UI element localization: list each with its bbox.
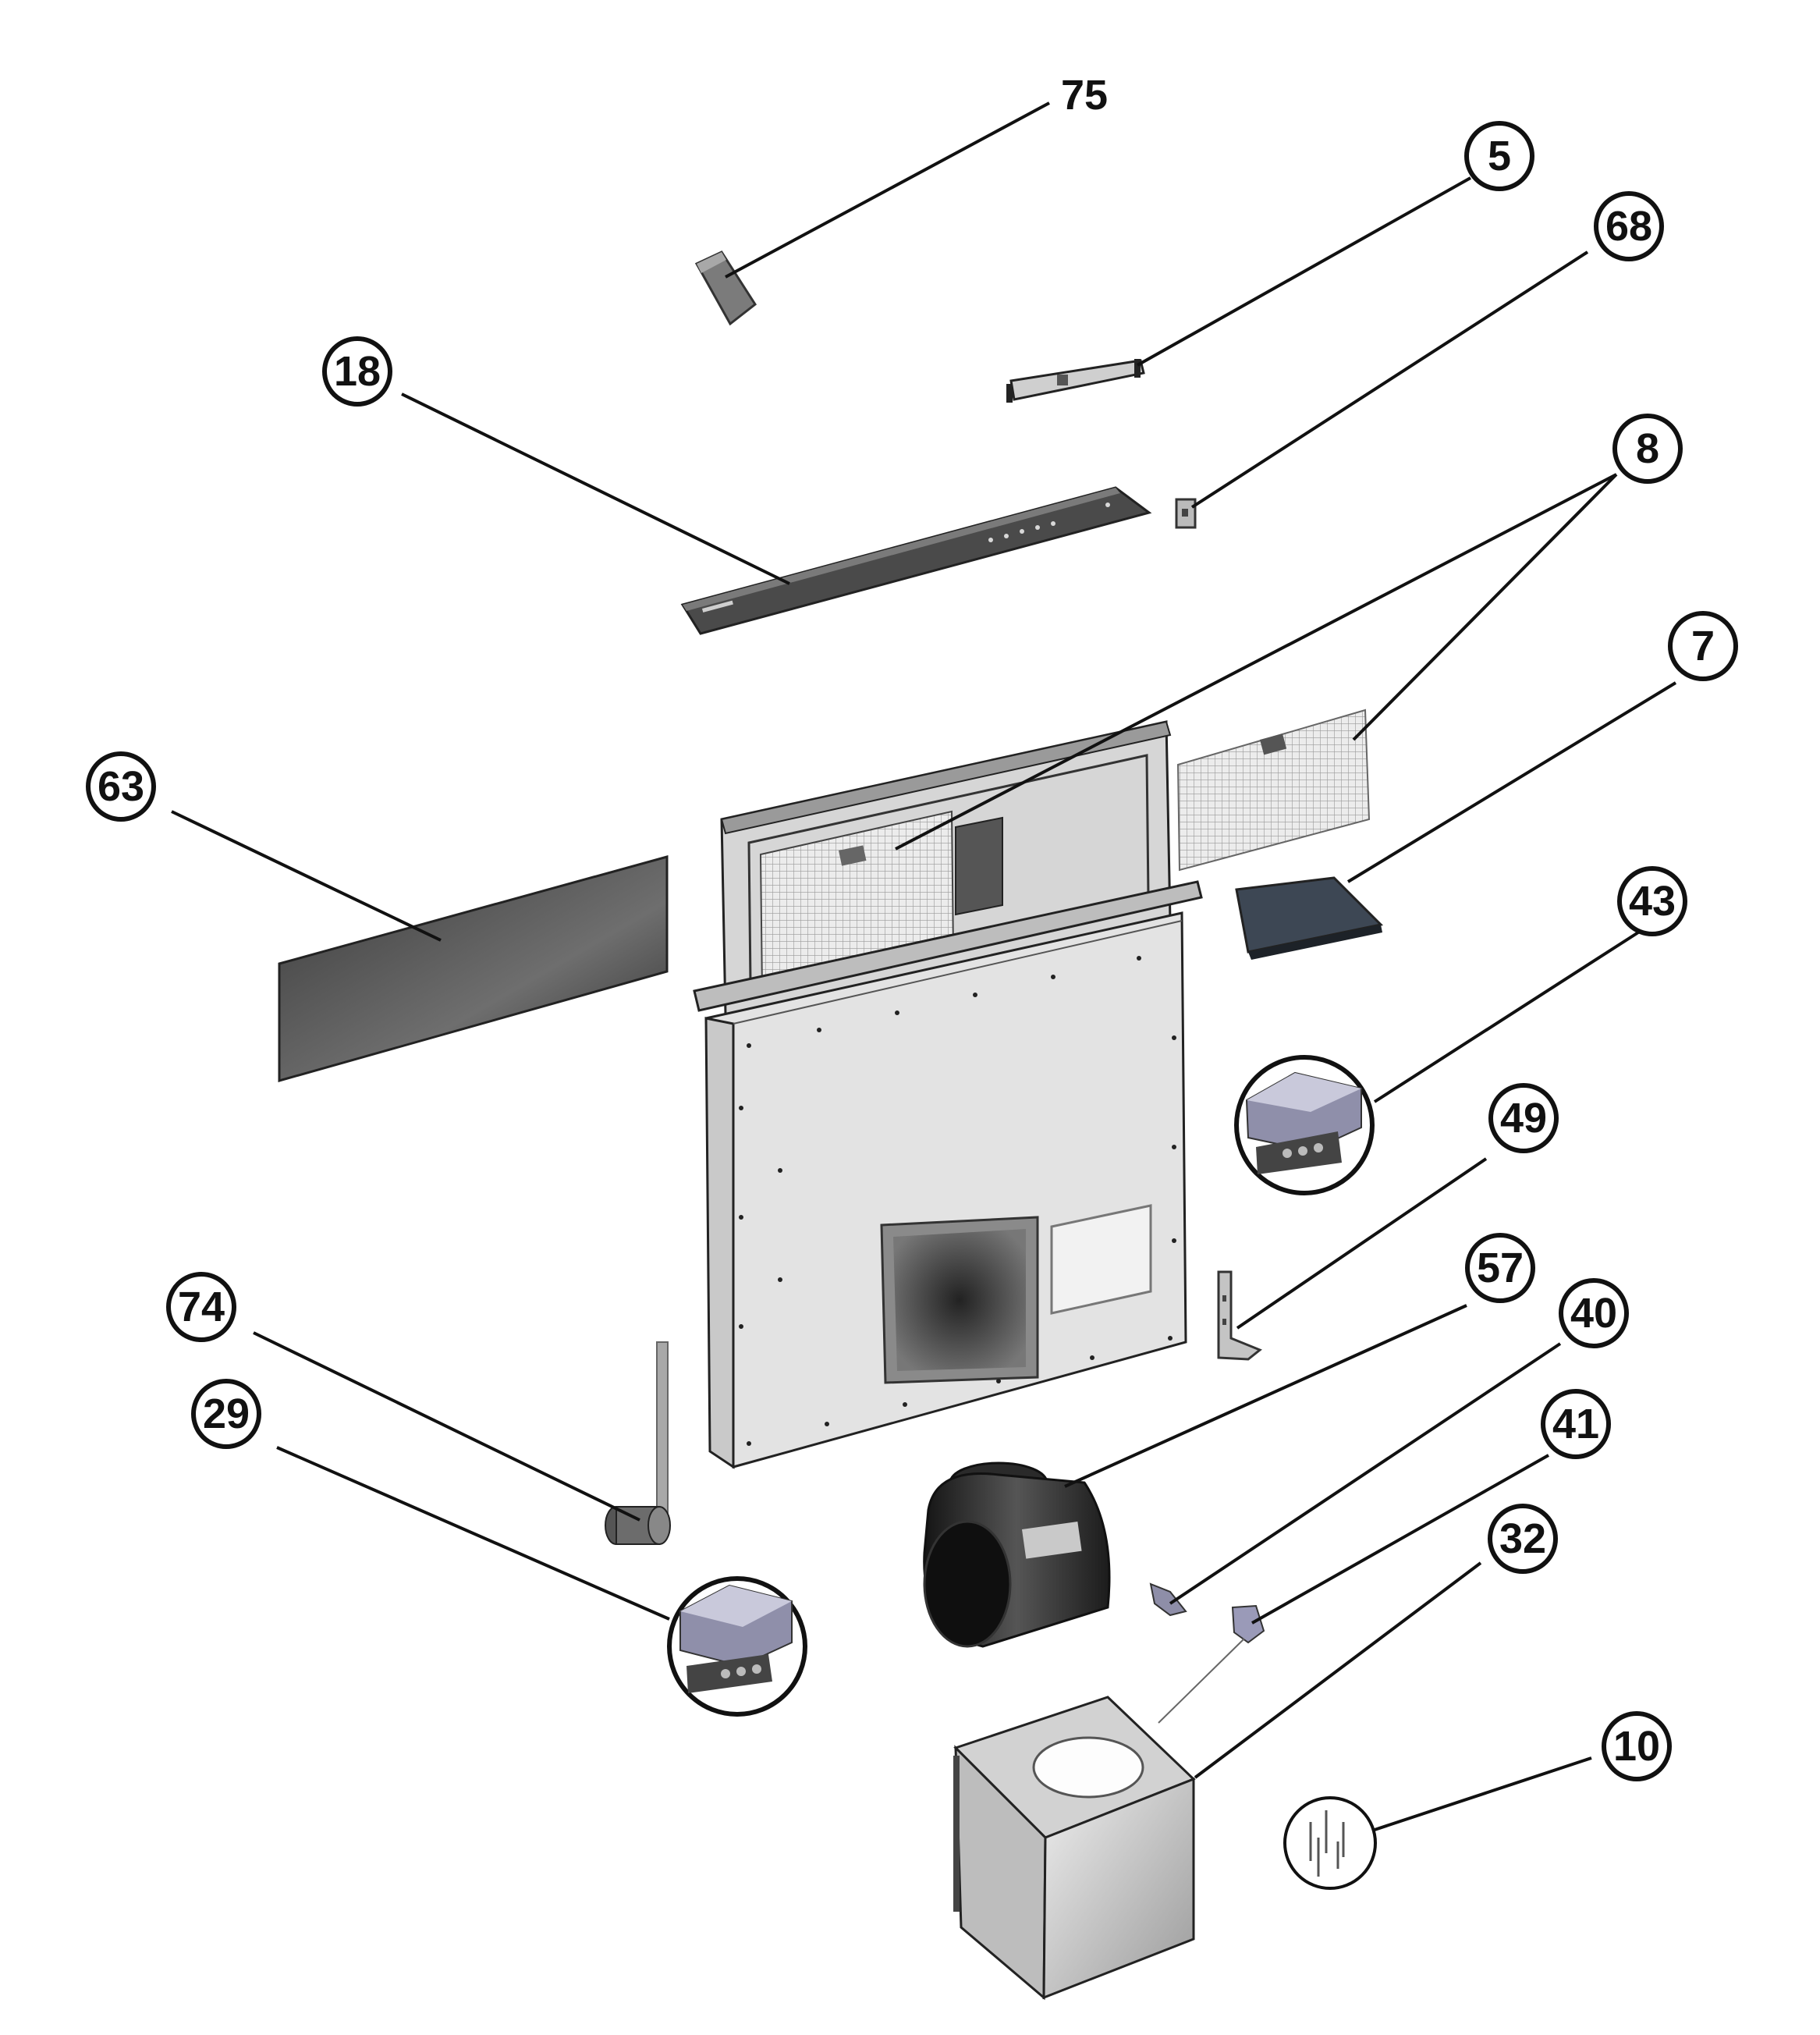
callout-32: 32: [1488, 1504, 1558, 1574]
part-40-switch: [1149, 1582, 1187, 1617]
part-43-control-box: [1234, 1055, 1375, 1195]
part-8-mesh-filter: [1176, 709, 1371, 872]
callout-49: 49: [1488, 1083, 1559, 1153]
callout-57: 57: [1465, 1233, 1535, 1303]
part-32-housing-box: [953, 1696, 1196, 2001]
callout-75: 75: [1061, 72, 1108, 119]
callout-41: 41: [1541, 1389, 1611, 1459]
callout-40: 40: [1559, 1278, 1629, 1348]
callout-29-label: 29: [203, 1390, 250, 1437]
callout-8: 8: [1612, 414, 1683, 484]
callout-74: 74: [166, 1272, 236, 1342]
callouts: 75 5 68 18 8 7 63 43: [86, 72, 1738, 1781]
callout-40-label: 40: [1570, 1290, 1617, 1337]
callout-8-label: 8: [1636, 425, 1659, 472]
callout-32-label: 32: [1499, 1515, 1546, 1562]
callout-43-label: 43: [1629, 878, 1676, 925]
callout-74-label: 74: [178, 1284, 225, 1330]
callout-63-label: 63: [98, 763, 144, 810]
callout-10-label: 10: [1613, 1723, 1660, 1770]
callout-29: 29: [191, 1379, 261, 1449]
callout-5: 5: [1464, 121, 1534, 191]
part-7-charcoal-filter: [1235, 876, 1384, 960]
callout-7: 7: [1668, 611, 1738, 681]
part-10-screws: [1283, 1796, 1377, 1890]
part-5-bracket: [1006, 359, 1145, 403]
callout-41-label: 41: [1552, 1401, 1599, 1447]
part-74-tube: [605, 1341, 671, 1545]
callout-18-label: 18: [334, 348, 381, 395]
part-63-glass-panel: [278, 855, 669, 1082]
part-18-trim-bar: [680, 486, 1152, 635]
callout-5-label: 5: [1488, 133, 1511, 179]
callout-7-label: 7: [1691, 623, 1715, 669]
part-49-bracket: [1217, 1270, 1262, 1361]
callout-68: 68: [1594, 191, 1664, 261]
part-68-clip: [1175, 498, 1197, 529]
callout-49-label: 49: [1500, 1095, 1547, 1142]
part-41-sensor: [1158, 1604, 1265, 1724]
part-75-cap: [694, 250, 757, 326]
main-body-lower: [704, 911, 1187, 1469]
callout-63: 63: [86, 751, 156, 822]
part-29-control-box: [667, 1576, 807, 1717]
callout-10: 10: [1602, 1711, 1672, 1781]
leader-lines: [171, 101, 1677, 1831]
part-57-blower-motor: [923, 1461, 1111, 1648]
callout-68-label: 68: [1605, 203, 1652, 250]
callout-18: 18: [322, 336, 392, 407]
callout-57-label: 57: [1477, 1245, 1524, 1291]
callout-43: 43: [1617, 866, 1687, 936]
